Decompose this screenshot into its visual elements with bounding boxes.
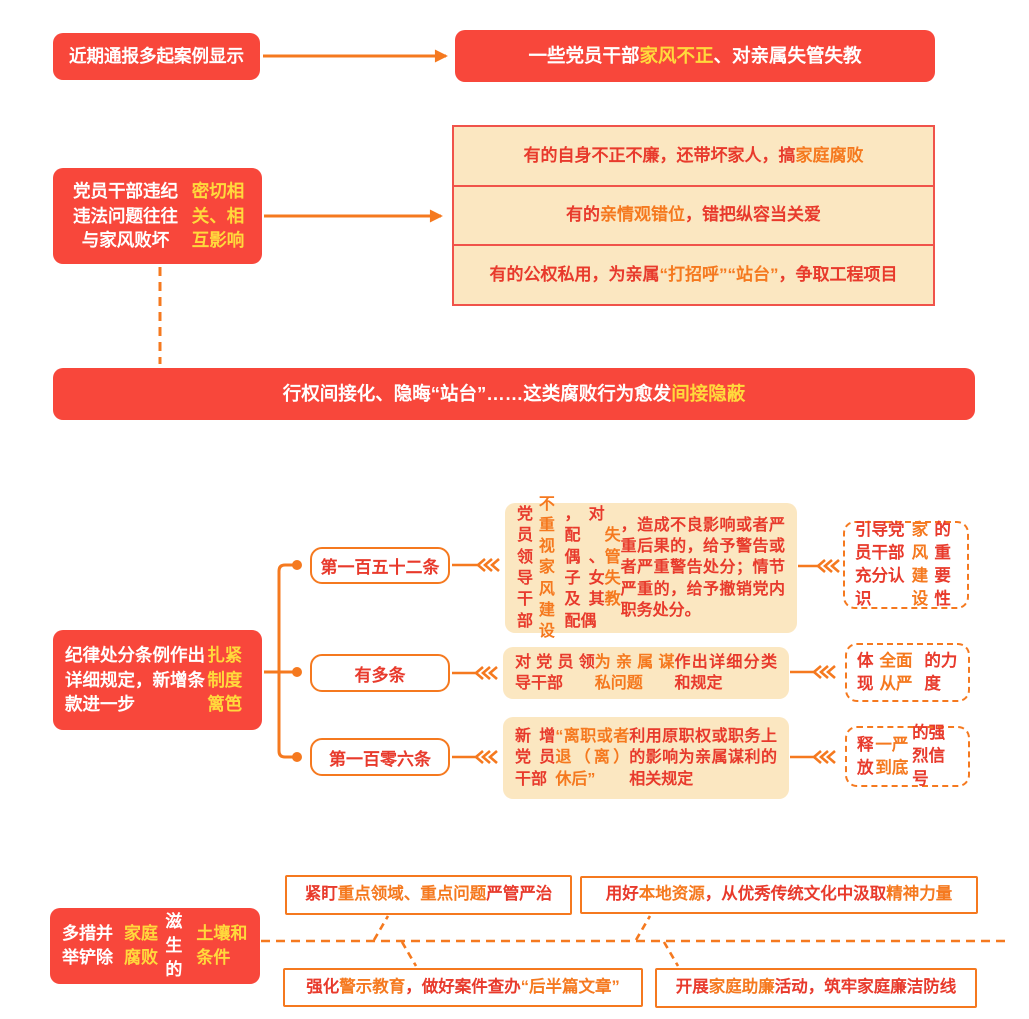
case-report-box: 近期通报多起案例显示 (53, 33, 260, 80)
examples-panel: 有的自身不正不廉，还带坏家人，搞家庭腐败 有的亲情观错位，错把纵容当关爱 有的公… (452, 125, 935, 306)
article-152-label: 第一百五十二条 (310, 547, 450, 584)
measure-box-1: 紧盯重点领域、重点问题严管严治 (285, 875, 572, 915)
measure-box-3: 强化警示教育，做好案件查办“后半篇文章” (283, 968, 643, 1007)
conclusion-banner: 行权间接化、隐晦“站台”……这类腐败行为愈发间接隐蔽 (53, 368, 975, 420)
article-152-desc: 党员领导干部不重视家风建设，对配偶、子女及其配偶失管失教，造成不良影响或者严重后… (505, 496, 797, 640)
example-row-1: 有的自身不正不廉，还带坏家人，搞家庭腐败 (523, 145, 864, 165)
multi-article-label: 有多条 (310, 654, 450, 692)
article-106-label: 第一百零六条 (310, 738, 450, 776)
example-row-3: 有的公权私用，为亲属“打招呼”“站台”，争取工程项目 (454, 244, 933, 304)
finding-box: 一些党员干部家风不正、对亲属失管失教 (455, 30, 935, 82)
measure-box-4: 开展家庭助廉活动，筑牢家庭廉洁防线 (655, 968, 977, 1008)
cause-box: 党员干部违纪违法问题往往与家风败坏密切相关、相互影响 (53, 168, 262, 264)
example-row-2: 有的亲情观错位，错把纵容当关爱 (454, 184, 933, 245)
regulation-box: 纪律处分条例作出详细规定，新增条款进一步扎紧制度篱笆 (53, 630, 262, 730)
article-106-effect: 释放一严到底的强烈信号 (845, 724, 970, 788)
multi-article-effect: 体现全面从严的力度 (845, 643, 970, 702)
measure-box-2: 用好本地资源，从优秀传统文化中汲取精神力量 (580, 876, 978, 914)
measures-lead-box: 多措并举铲除家庭腐败滋生的土壤和条件 (50, 908, 260, 984)
article-106-desc: 新增党员干部“离职或者退（离）休后”利用原职权或职务上的影响为亲属谋利的相关规定 (503, 717, 789, 799)
article-152-effect: 引导党员干部充分认识家风建设的重要性 (843, 521, 969, 609)
multi-article-desc: 对党员领导干部为亲属谋私问题作出详细分类和规定 (503, 647, 789, 699)
